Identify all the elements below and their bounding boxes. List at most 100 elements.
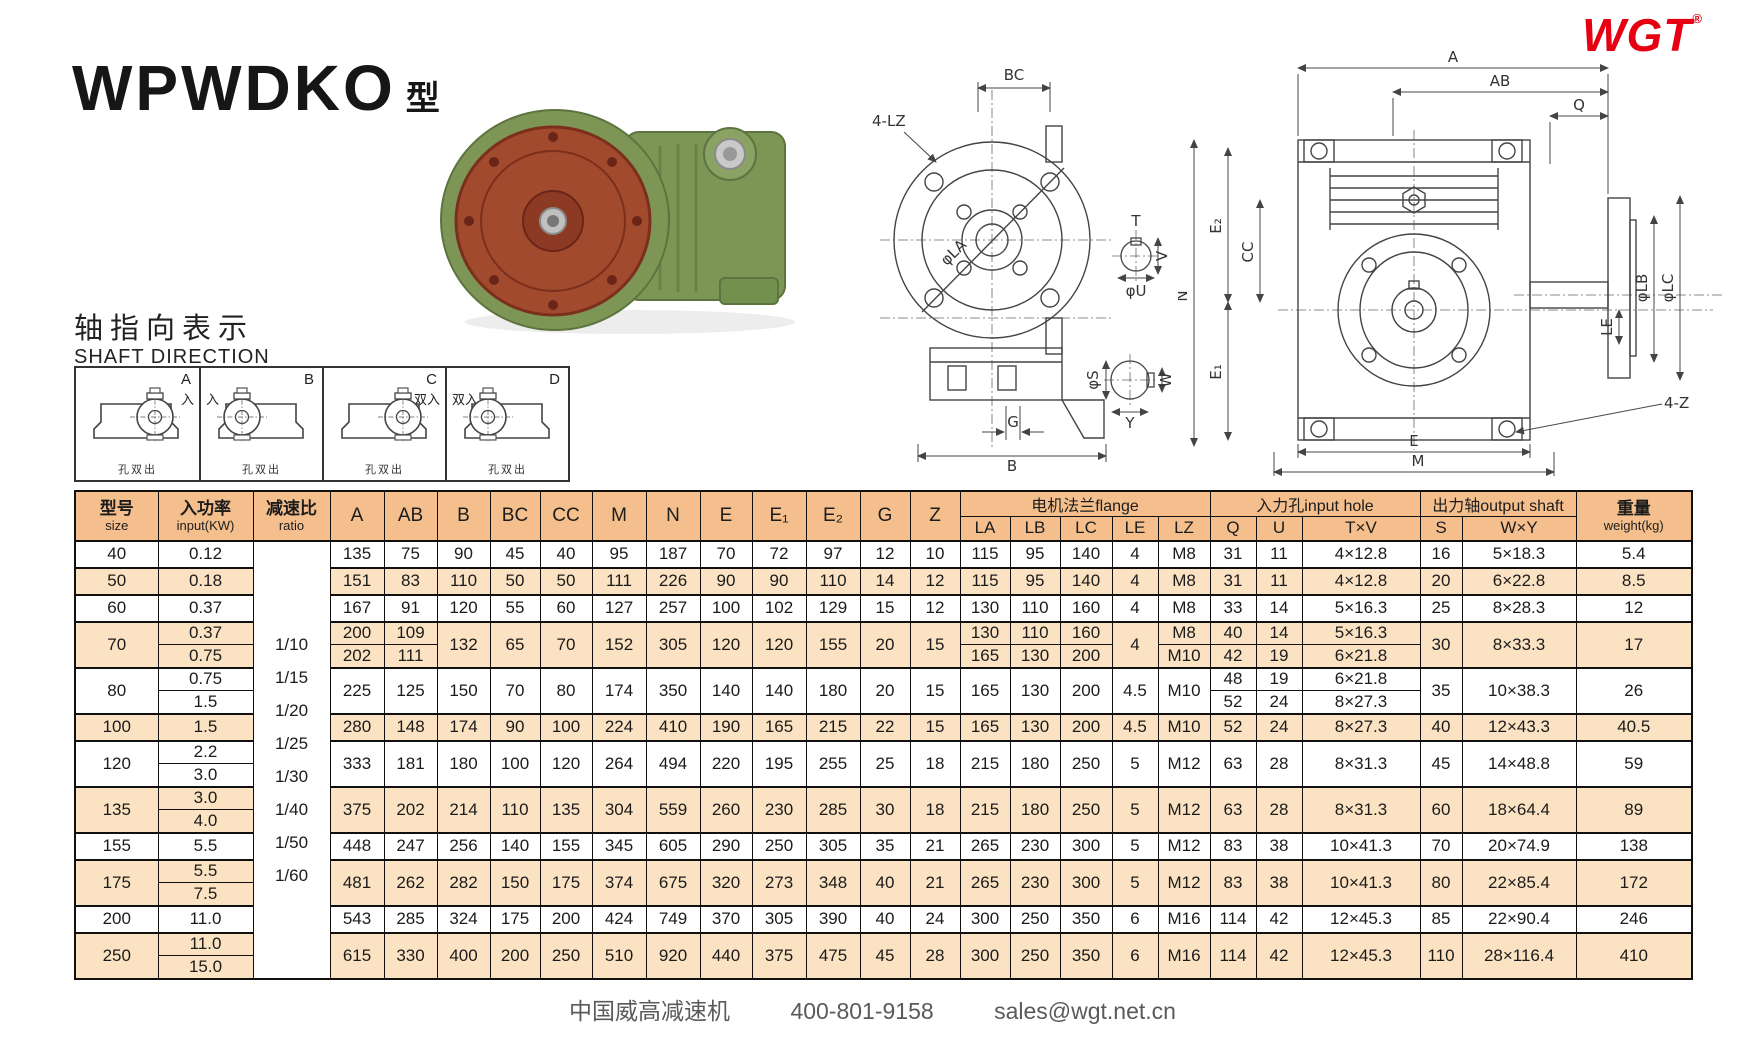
table-cell: 5.4 [1575, 539, 1693, 568]
table-cell: 70 [489, 666, 541, 714]
side-view-drawing: A AB Q N E₂ CC E₁ φLB φLC LE 4-Z E M [1178, 48, 1723, 476]
table-cell: 70 [699, 539, 753, 568]
table-cell: 5×16.3 [1301, 593, 1421, 622]
table-cell: 375 [751, 931, 807, 979]
table-cell: 19 [1255, 644, 1303, 668]
table-cell: 130 [1009, 644, 1061, 668]
table-cell: 6×22.8 [1461, 566, 1577, 595]
table-cell: 48 [1209, 666, 1257, 691]
table-cell: 25 [1419, 593, 1463, 622]
table-cell: M8 [1157, 593, 1211, 622]
table-cell: 127 [591, 593, 647, 622]
table-cell: 0.75 [157, 666, 254, 691]
table-cell: 12 [859, 539, 911, 568]
table-cell: 2.2 [157, 739, 254, 764]
table-cell: 0.75 [157, 644, 254, 668]
table-cell: 224 [591, 712, 647, 741]
table-cell: 510 [591, 931, 647, 979]
model-type-suffix: 型 [405, 80, 440, 118]
table-cell: 42 [1255, 904, 1303, 933]
table-cell: 350 [645, 666, 701, 714]
col-header-E₁: E₁ [751, 490, 807, 541]
table-cell: 257 [645, 593, 701, 622]
table-cell: 15.0 [157, 955, 254, 979]
table-cell: 40 [1419, 712, 1463, 741]
table-cell: 6 [1111, 904, 1159, 933]
table-cell: 175 [489, 904, 541, 933]
table-cell: 42 [1255, 931, 1303, 979]
table-cell: M12 [1157, 739, 1211, 787]
table-cell: 97 [805, 539, 861, 568]
table-cell: 250 [1009, 931, 1061, 979]
shaft-caption: 孔双出 [365, 464, 404, 476]
table-cell: 494 [645, 739, 701, 787]
table-cell: 305 [805, 831, 861, 860]
ratio-value: 1/60 [274, 865, 309, 885]
table-cell: 140 [1059, 539, 1113, 568]
table-cell: 31 [1209, 566, 1257, 595]
table-cell: 5 [1111, 785, 1159, 833]
table-cell: 390 [805, 904, 861, 933]
table-cell: 110 [805, 566, 861, 595]
table-cell: 265 [959, 831, 1011, 860]
table-cell: 130 [959, 620, 1011, 645]
table-cell: 8.5 [1575, 566, 1693, 595]
product-photo [440, 109, 795, 334]
table-cell: 28 [1255, 785, 1303, 833]
table-cell: 30 [859, 785, 911, 833]
table-cell: 200 [329, 620, 385, 645]
dimension-lines [903, 82, 1107, 462]
shaft-caption: 孔双出 [488, 464, 527, 476]
table-cell: 60 [1419, 785, 1463, 833]
footer: 中国威高减速机 400-801-9158 sales@wgt.net.cn [0, 992, 1745, 1026]
table-cell: 230 [1009, 858, 1061, 906]
table-cell: 83 [1209, 858, 1257, 906]
table-cell: 24 [1255, 690, 1303, 714]
table-cell: 5.5 [157, 831, 254, 860]
table-cell: 89 [1575, 785, 1693, 833]
size-cell: 40 [74, 539, 159, 568]
table-cell: 4 [1111, 620, 1159, 668]
table-cell: 282 [436, 858, 491, 906]
table-cell: 10×41.3 [1301, 831, 1421, 860]
table-cell: 230 [1009, 831, 1061, 860]
table-cell: 260 [699, 785, 753, 833]
table-cell: M12 [1157, 831, 1211, 860]
table-cell: 5 [1111, 831, 1159, 860]
table-cell: 11.0 [157, 904, 254, 933]
table-cell: 256 [436, 831, 491, 860]
table-cell: 24 [909, 904, 961, 933]
dim-label-s: φS [1084, 370, 1102, 389]
table-cell: 481 [329, 858, 385, 906]
dim-label-a: A [1448, 48, 1459, 66]
table-cell: 35 [859, 831, 911, 860]
gearbox-flange [440, 109, 670, 331]
table-cell: M8 [1157, 620, 1211, 645]
table-cell: 65 [489, 620, 541, 668]
table-cell: 0.18 [157, 566, 254, 595]
table-cell: 111 [591, 566, 647, 595]
table-cell: 300 [959, 904, 1011, 933]
table-cell: 165 [959, 666, 1011, 714]
table-cell: 200 [489, 931, 541, 979]
table-cell: 250 [539, 931, 593, 979]
dim-label-4z: 4-Z [1664, 394, 1689, 412]
table-cell: 181 [383, 739, 438, 787]
table-cell: 172 [1575, 858, 1693, 906]
size-cell: 250 [74, 931, 159, 979]
centerlines [1278, 130, 1723, 450]
table-cell: 348 [805, 858, 861, 906]
table-cell: 400 [436, 931, 491, 979]
table-cell: 4.5 [1111, 666, 1159, 714]
table-cell: 333 [329, 739, 385, 787]
table-cell: 200 [1059, 666, 1113, 714]
housing-outline [1297, 139, 1637, 441]
ratio-value: 1/10 [274, 634, 309, 654]
gearbox-profile-glyph [341, 387, 428, 442]
